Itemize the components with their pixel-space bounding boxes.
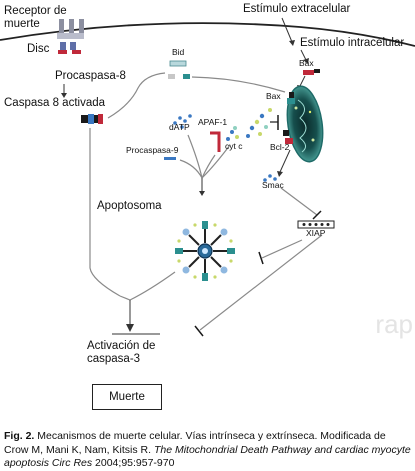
label-xiap: XIAP [306, 228, 326, 238]
datp-icon [173, 114, 192, 129]
label-activacion-caspasa3: Activación de caspasa-3 [87, 340, 155, 366]
label-bax-mito: Bax [266, 91, 281, 101]
label-bid: Bid [172, 47, 185, 57]
cell-membrane [0, 22, 415, 47]
label-procaspasa9: Procaspasa-9 [126, 145, 179, 155]
arrow-bid-to-mitochondria [191, 76, 286, 93]
apoptosis-pathway-diagram [0, 17, 415, 337]
apoptosome-icon [175, 221, 235, 281]
figure-caption: Fig. 2. Mecanismos de muerte celular. Ví… [4, 430, 412, 471]
cyt-c-dots [246, 108, 272, 138]
label-activacion-line2: caspasa-3 [87, 353, 141, 366]
muerte-box: Muerte [92, 384, 162, 410]
label-datp: dATP [169, 122, 190, 132]
label-bcl2: Bcl-2 [270, 142, 290, 152]
label-caspasa8-activada: Caspasa 8 activada [4, 97, 106, 109]
caption-reference: 2004;95:957-970 [92, 457, 175, 470]
caption-fig-number: Fig. 2. [4, 430, 35, 442]
mitochondrion-icon [286, 85, 324, 163]
arrow-mito-to-smac [277, 149, 291, 177]
procaspasa9-icon [164, 157, 176, 160]
arrow-caspasa8-to-bid [107, 72, 166, 119]
activated-caspase8-complex [81, 114, 103, 124]
label-apoptosoma: Apoptosoma [97, 200, 162, 212]
xiap-icon [297, 220, 335, 229]
arrow-estimulo-extracelular [281, 17, 295, 46]
line-caspasa8-to-convergence [89, 128, 121, 297]
caption-title: The Mitochondrial Death Pathway and card… [4, 443, 411, 470]
label-procaspasa8: Procaspasa-8 [55, 70, 126, 82]
label-receptor-line2: muerte [4, 18, 40, 31]
smac-icon [263, 174, 277, 182]
death-receptor-disc-icon [57, 19, 84, 54]
arrow-procaspasa8-to-caspasa8 [61, 84, 67, 98]
bid-icon [168, 60, 190, 79]
inhibition-xiap-to-caspasa3 [199, 234, 323, 331]
cytc-icon [226, 126, 239, 141]
inhibition-smac-to-xiap [280, 187, 322, 220]
inhibition-bar-icon [270, 115, 279, 130]
inhibition-xiap-to-apoptosome [258, 239, 303, 265]
converging-lines-to-apoptosome [179, 134, 231, 196]
bax-top-icon [303, 69, 320, 75]
label-cytc: cyt c [225, 141, 243, 151]
label-disc: Disc [27, 43, 50, 55]
watermark: rap [375, 309, 413, 339]
label-smac: Smac [262, 180, 284, 190]
label-receptor-line1: Receptor de [4, 5, 67, 17]
label-estimulo-extracelular: Estímulo extracelular [243, 3, 351, 15]
arrow-estimulo-intracelular [300, 49, 309, 64]
caption-text: Mecanismos de muerte celular. Vías intrí… [4, 430, 386, 456]
label-bax-top: Bax [299, 58, 314, 68]
bax-mito-icon [287, 92, 295, 104]
label-muerte: Muerte [109, 391, 145, 403]
label-apaf1: APAF-1 [198, 117, 228, 127]
convergence-to-caspasa3 [112, 271, 176, 335]
label-activacion-line1: Activación de [87, 340, 156, 352]
label-estimulo-intracelular: Estímulo intracelular [300, 37, 405, 49]
apaf1-icon [210, 131, 221, 152]
bcl2-icon [283, 130, 293, 144]
label-receptor-muerte: Receptor de muerte [4, 5, 67, 31]
